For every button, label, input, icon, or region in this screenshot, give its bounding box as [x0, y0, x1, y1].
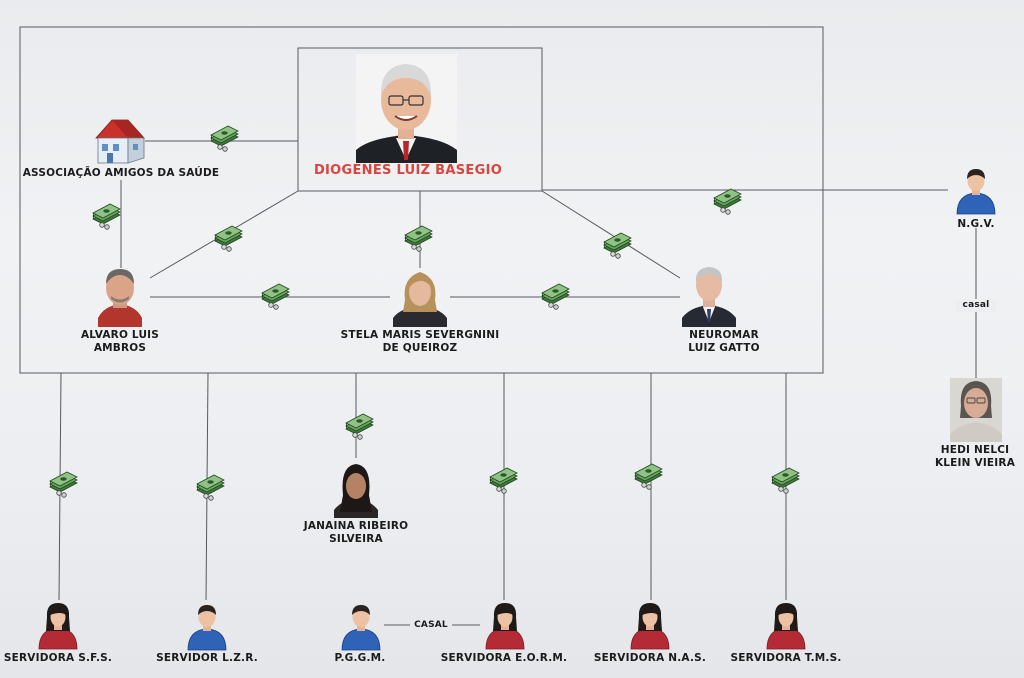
janaina-name-line1: JANAINA RIBEIRO	[303, 520, 409, 532]
casal-label-right: casal	[956, 299, 996, 312]
money-stack-icon	[261, 283, 290, 310]
money-stack-icon	[210, 125, 239, 152]
person-male-icon	[341, 604, 381, 651]
alvaro-name: ALVARO LUIS AMBROS	[60, 329, 180, 355]
stela-name-line1: STELA MARIS SEVERGNINI	[340, 329, 500, 341]
servidora-nas-name: SERVIDORA N.A.S.	[593, 652, 707, 664]
janaina-name: JANAINA RIBEIRO SILVEIRA	[296, 520, 416, 546]
pggm-name: P.G.G.M.	[334, 652, 386, 664]
person-female-icon	[485, 602, 525, 650]
janaina-photo	[334, 464, 378, 518]
stela-photo	[393, 272, 447, 327]
alvaro-name-line1: ALVARO LUIS	[80, 329, 160, 341]
person-female-icon	[630, 602, 670, 650]
money-stack-icon	[713, 188, 742, 215]
janaina-name-line2: SILVEIRA	[329, 533, 383, 545]
money-stack-icon	[771, 467, 800, 494]
casal-label-bottom: CASAL	[414, 620, 448, 630]
alvaro-photo	[98, 269, 142, 327]
money-stack-icon	[214, 225, 243, 252]
hedi-name-line1: HEDI NELCI	[940, 444, 1010, 456]
servidora-eorm-name: SERVIDORA E.O.R.M.	[440, 652, 568, 664]
group-frame	[19, 26, 824, 374]
house-icon	[95, 119, 145, 164]
person-male-icon	[187, 604, 227, 651]
person-female-icon	[766, 602, 806, 650]
ngv-name: N.G.V.	[957, 218, 995, 230]
connection-lines	[19, 26, 977, 626]
money-stack-icon	[49, 471, 78, 498]
money-stack-icon	[345, 413, 374, 440]
neuromar-name: NEUROMAR LUIZ GATTO	[664, 329, 784, 355]
money-stack-icon	[634, 463, 663, 490]
money-stack-icon	[404, 225, 433, 252]
servidor-lzr-name: SERVIDOR L.Z.R.	[156, 652, 258, 664]
money-stack-icon	[489, 467, 518, 494]
servidora-sfs-name: SERVIDORA S.F.S.	[3, 652, 113, 664]
money-stack-icon	[196, 474, 225, 501]
money-stack-icon	[603, 232, 632, 259]
hedi-photo	[950, 378, 1002, 442]
stela-name: STELA MARIS SEVERGNINI DE QUEIROZ	[330, 329, 510, 355]
stela-name-line2: DE QUEIROZ	[382, 342, 458, 354]
money-stack-icon	[541, 283, 570, 310]
neuromar-photo	[682, 267, 736, 327]
neuromar-name-line1: NEUROMAR	[689, 329, 759, 341]
boss-name: DIOGENES LUIZ BASEGIO	[313, 163, 503, 178]
person-female-icon	[38, 602, 78, 650]
servidora-tms-name: SERVIDORA T.M.S.	[730, 652, 842, 664]
alvaro-name-line2: AMBROS	[93, 342, 147, 354]
hedi-name: HEDI NELCI KLEIN VIEIRA	[926, 444, 1024, 470]
boss-photo	[356, 54, 457, 163]
money-stack-icon	[92, 203, 121, 230]
association-name: ASSOCIAÇÃO AMIGOS DA SAÚDE	[22, 167, 220, 179]
person-male-icon	[956, 168, 996, 215]
hedi-name-line2: KLEIN VIEIRA	[934, 457, 1016, 469]
neuromar-name-line2: LUIZ GATTO	[688, 342, 760, 354]
